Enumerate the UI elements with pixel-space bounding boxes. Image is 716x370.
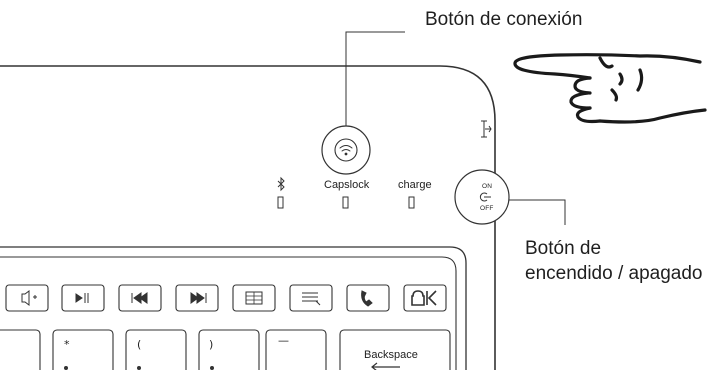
- capslock-label: Capslock: [324, 179, 370, 191]
- key-minus-label: —: [278, 334, 289, 347]
- power-button-callout-line2: encendido / apagado: [525, 263, 703, 284]
- key-paren-open-label: (: [137, 338, 142, 351]
- key-paren-open: [125, 329, 187, 370]
- wifi-signal-icon: [339, 145, 353, 156]
- volume-up-key: [5, 284, 49, 312]
- charge-led: [408, 196, 415, 209]
- key-area-outer-frame: [0, 246, 467, 370]
- next-icon: [190, 292, 207, 304]
- number-key-row: [0, 329, 451, 370]
- key-paren-close-label: ): [209, 338, 214, 351]
- key-asterisk: [52, 329, 114, 370]
- keyboard-body-outline: [0, 65, 496, 370]
- play-pause-key: [61, 284, 105, 312]
- key-partial-left: [0, 329, 41, 370]
- power-button-callout-line1: Botón de: [525, 238, 602, 259]
- capslock-led: [342, 196, 349, 209]
- key-backspace: [339, 329, 451, 370]
- lock-language-icon: [411, 290, 437, 306]
- power-on-label: ON: [482, 183, 493, 190]
- connect-callout-line: [345, 31, 405, 126]
- power-callout-line: [509, 199, 566, 225]
- power-switch-circle: [454, 169, 510, 225]
- bluetooth-icon: [277, 176, 285, 192]
- pointing-hand-icon: [513, 53, 707, 124]
- usb-port-icon: [481, 120, 492, 138]
- key-paren-close: [198, 329, 260, 370]
- previous-icon: [131, 292, 148, 304]
- phone-icon: [361, 290, 373, 307]
- connect-button-callout: Botón de conexión: [425, 9, 583, 30]
- function-key-row: [5, 284, 447, 312]
- charge-label: charge: [398, 179, 432, 191]
- menu-icon: [302, 292, 321, 306]
- power-off-label: OFF: [480, 205, 494, 212]
- phone-key: [346, 284, 390, 312]
- play-pause-icon: [75, 293, 83, 303]
- key-area-inner-frame: [0, 256, 457, 370]
- key-asterisk-label: *: [64, 338, 70, 351]
- volume-up-icon: [21, 290, 30, 306]
- key-backspace-label: Backspace: [364, 349, 418, 361]
- menu-key: [289, 284, 333, 312]
- bluetooth-led: [277, 196, 284, 209]
- power-icon: [479, 192, 491, 202]
- lock-language-key: [403, 284, 447, 312]
- key-minus: [265, 329, 327, 370]
